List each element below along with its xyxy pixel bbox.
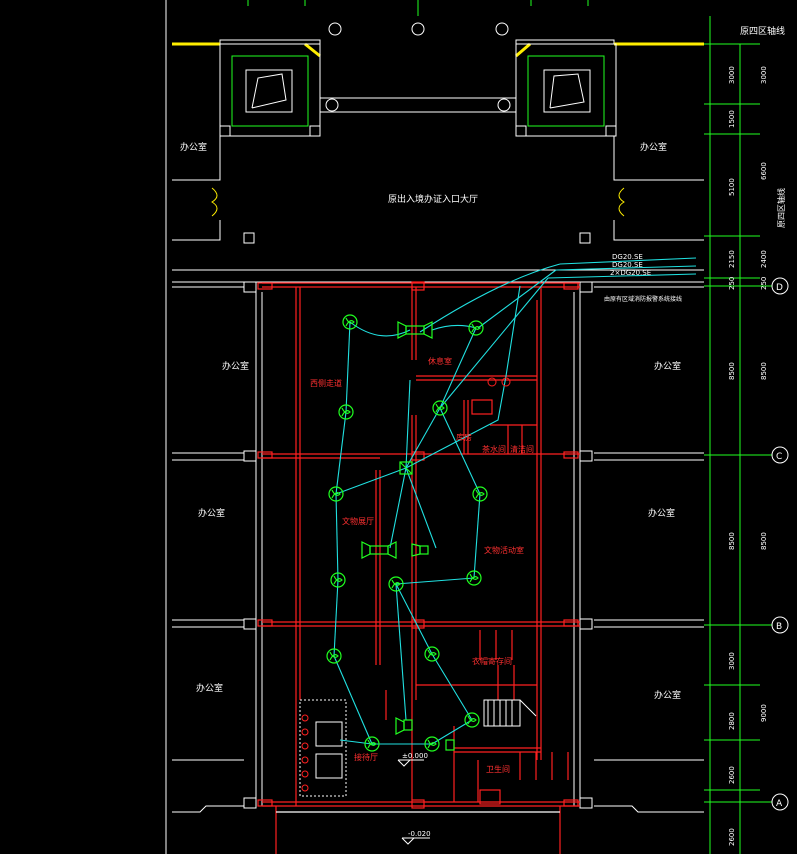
smoke-detector-icon [424, 736, 440, 752]
module-box-icon [445, 739, 455, 751]
smoke-detector-icon [364, 736, 380, 752]
dim-label: 2400 [760, 250, 768, 268]
dim-label: 250 [760, 277, 768, 290]
room-label: 办公室 [222, 360, 249, 372]
new-partition-walls [257, 281, 580, 854]
reception-equipment [299, 699, 347, 797]
dim-label: 8500 [728, 362, 736, 380]
smoke-detector-icon [472, 486, 488, 502]
room-label: 办公室 [648, 507, 675, 519]
room-label: 原出入境办证入口大厅 [388, 193, 478, 205]
room-label: 文物展厅 [342, 516, 374, 526]
axis-bubble-c: C [776, 452, 782, 462]
smoke-detector-icon [328, 486, 344, 502]
elevation-labels: ±0.000 -0.020 [402, 752, 431, 838]
smoke-detector-icon [432, 400, 448, 416]
module-box-icon [399, 461, 413, 475]
room-label: 办公室 [180, 141, 207, 153]
elevation-label: ±0.000 [402, 752, 428, 760]
speakers [361, 321, 455, 751]
dim-label: 2800 [728, 712, 736, 730]
elevation-label: -0.020 [408, 830, 431, 838]
main-section-walls [172, 281, 704, 813]
dim-label: 3000 [760, 66, 768, 84]
dim-label: 8500 [760, 532, 768, 550]
dim-label: 1500 [728, 110, 736, 128]
dim-label: 2150 [728, 250, 736, 268]
dim-label: 9000 [760, 704, 768, 722]
axis-bubble-d: D [776, 283, 783, 293]
cable-note: 2×DG20.SE [610, 269, 651, 277]
smoke-detector-icon [338, 404, 354, 420]
smoke-detector-icon [330, 572, 346, 588]
smoke-detectors [326, 314, 488, 752]
room-label: 衣帽寄存间 [472, 656, 512, 666]
cable-note: DG20.SE [612, 253, 643, 261]
dim-label: 3000 [728, 66, 736, 84]
red-room-labels: 西侧走道 休息室 库房 茶水间 清洁间 文物展厅 文物活动室 衣帽寄存间 卫生间… [310, 356, 534, 774]
smoke-detector-icon [466, 570, 482, 586]
dim-label: 250 [728, 277, 736, 290]
room-label: 文物活动室 [484, 545, 524, 555]
cable-note: DG20.SE [612, 261, 643, 269]
speaker-icon [397, 321, 433, 339]
smoke-detector-icon [326, 648, 342, 664]
room-labels: 办公室 办公室 原出入境办证入口大厅 办公室 办公室 办公室 办公室 办公室 办… [180, 141, 681, 701]
dim-label: 8500 [728, 532, 736, 550]
smoke-detector-icon [342, 314, 358, 330]
room-label: 办公室 [640, 141, 667, 153]
dim-label: 3000 [728, 652, 736, 670]
dimension-strip [704, 16, 789, 854]
room-label: 休息室 [428, 356, 452, 366]
cable-note: 由原有区域消防报警系统接线 [604, 295, 682, 303]
axis-note: 原四区轴线 [776, 188, 786, 228]
room-label: 办公室 [654, 689, 681, 701]
axis-bubble-b: B [776, 622, 782, 632]
room-label: 办公室 [198, 507, 225, 519]
room-label: 清洁间 [510, 444, 534, 454]
axis-bubble-a: A [776, 799, 783, 809]
smoke-detector-icon [424, 646, 440, 662]
room-label: 接待厅 [354, 752, 378, 762]
dimension-labels: 3000 3000 1500 5100 6600 2150 2400 250 2… [728, 66, 768, 846]
dim-label: 8500 [760, 362, 768, 380]
cable-note-labels: DG20.SE DG20.SE 2×DG20.SE 由原有区域消防报警系统接线 [604, 253, 682, 303]
room-label: 库房 [456, 432, 472, 442]
axis-labels: 原四区轴线 原四区轴线 D C B A [740, 25, 786, 809]
speaker-icon [395, 717, 413, 735]
room-label: 卫生间 [486, 764, 510, 774]
smoke-detector-icon [388, 576, 404, 592]
axis-note: 原四区轴线 [740, 25, 785, 37]
room-label: 西侧走道 [310, 378, 342, 388]
room-label: 办公室 [654, 360, 681, 372]
top-existing-building [172, 0, 704, 283]
speaker-icon [361, 541, 397, 559]
smoke-detector-icon [468, 320, 484, 336]
alarm-buttons [487, 377, 511, 387]
elevation-markers [397, 759, 430, 845]
dim-label: 2600 [728, 766, 736, 784]
room-label: 办公室 [196, 682, 223, 694]
lower-stair [483, 699, 537, 727]
speaker-icon [411, 543, 429, 557]
room-label: 茶水间 [482, 444, 506, 454]
dim-label: 6600 [760, 162, 768, 180]
smoke-detector-icon [464, 712, 480, 728]
dim-label: 5100 [728, 178, 736, 196]
fire-alarm-cabling [333, 257, 697, 745]
dim-label: 2600 [728, 828, 736, 846]
